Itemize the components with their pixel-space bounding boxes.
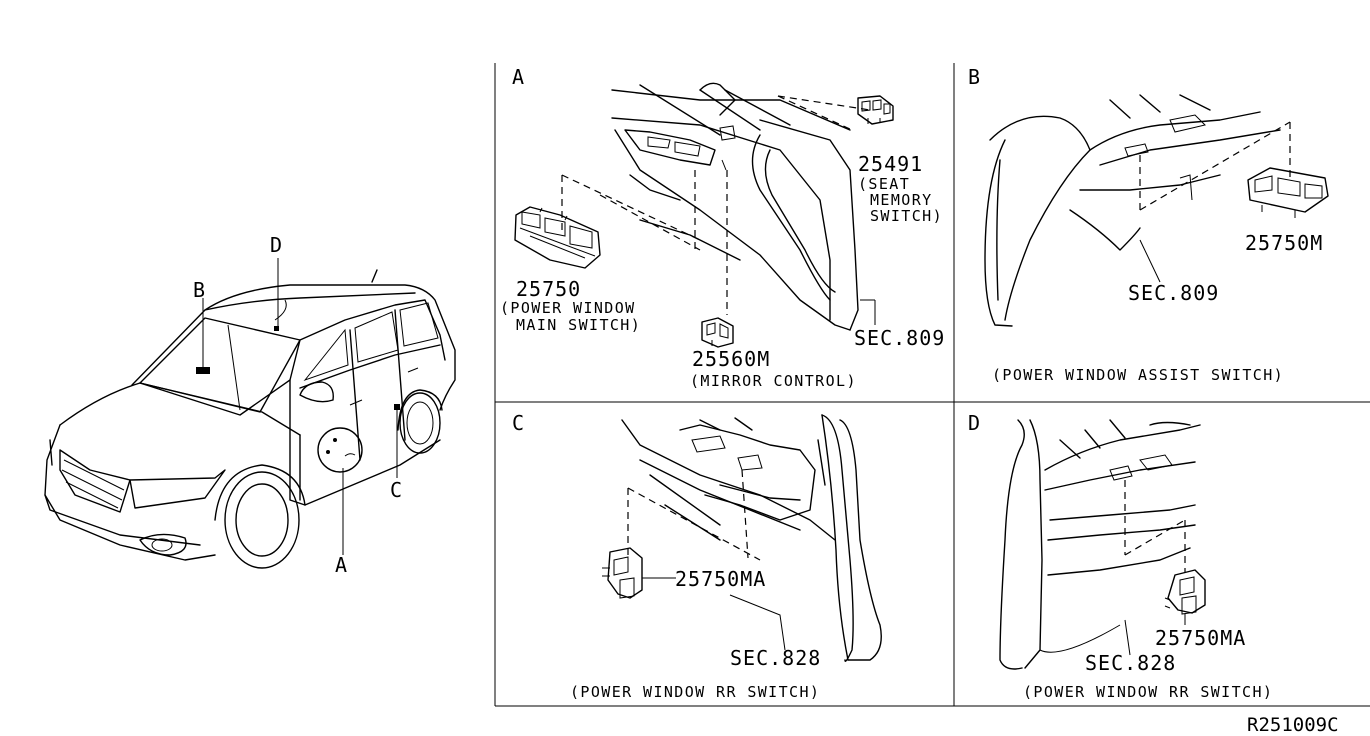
panel-b-caption: (POWER WINDOW ASSIST SWITCH) xyxy=(992,366,1284,384)
panel-grid xyxy=(494,63,1370,707)
seat-memory-switch-drawing xyxy=(857,95,894,125)
panel-c-sec-label: SEC.828 xyxy=(730,646,821,670)
part-25560m-label: 25560M xyxy=(692,347,770,371)
assist-switch-drawing xyxy=(1247,167,1329,218)
panel-d-letter: D xyxy=(968,411,981,435)
part-25750-label: 25750 xyxy=(516,277,581,301)
panel-d-door-drawing xyxy=(999,419,1206,670)
panel-c-door-drawing xyxy=(602,414,882,662)
main-caption-2: MAIN SWITCH) xyxy=(516,316,641,334)
panel-a-letter: A xyxy=(512,65,525,89)
panel-b-door-drawing xyxy=(984,94,1329,327)
main-switch-drawing xyxy=(514,206,601,269)
panel-a-sec-label: SEC.809 xyxy=(854,326,945,350)
panel-d-caption: (POWER WINDOW RR SWITCH) xyxy=(1023,683,1273,701)
part-25750m-label: 25750M xyxy=(1245,231,1323,255)
panel-b-letter: B xyxy=(968,65,981,89)
diagram-code: R251009C xyxy=(1247,714,1339,736)
panel-d-part-label: 25750MA xyxy=(1155,626,1246,650)
vehicle-illustration xyxy=(44,258,456,569)
callout-c: C xyxy=(390,478,403,502)
seat-caption-2: MEMORY xyxy=(870,191,933,209)
callout-d: D xyxy=(270,233,283,257)
panel-b-sec-label: SEC.809 xyxy=(1128,281,1219,305)
panel-a-door-drawing xyxy=(514,82,894,348)
panel-c-caption: (POWER WINDOW RR SWITCH) xyxy=(570,683,820,701)
mirror-caption: (MIRROR CONTROL) xyxy=(690,372,857,390)
panel-c-part-label: 25750MA xyxy=(675,567,766,591)
rr-switch-c-drawing xyxy=(602,547,643,599)
callout-a: A xyxy=(335,553,348,577)
seat-caption-3: SWITCH) xyxy=(870,207,943,225)
seat-caption-1: (SEAT xyxy=(858,175,910,193)
panel-d-sec-label: SEC.828 xyxy=(1085,651,1176,675)
callout-b: B xyxy=(193,278,206,302)
part-25491-label: 25491 xyxy=(858,152,923,176)
main-caption-1: (POWER WINDOW xyxy=(500,299,636,317)
panel-c-letter: C xyxy=(512,411,525,435)
rr-switch-d-drawing xyxy=(1164,569,1206,615)
mirror-control-drawing xyxy=(701,317,734,348)
